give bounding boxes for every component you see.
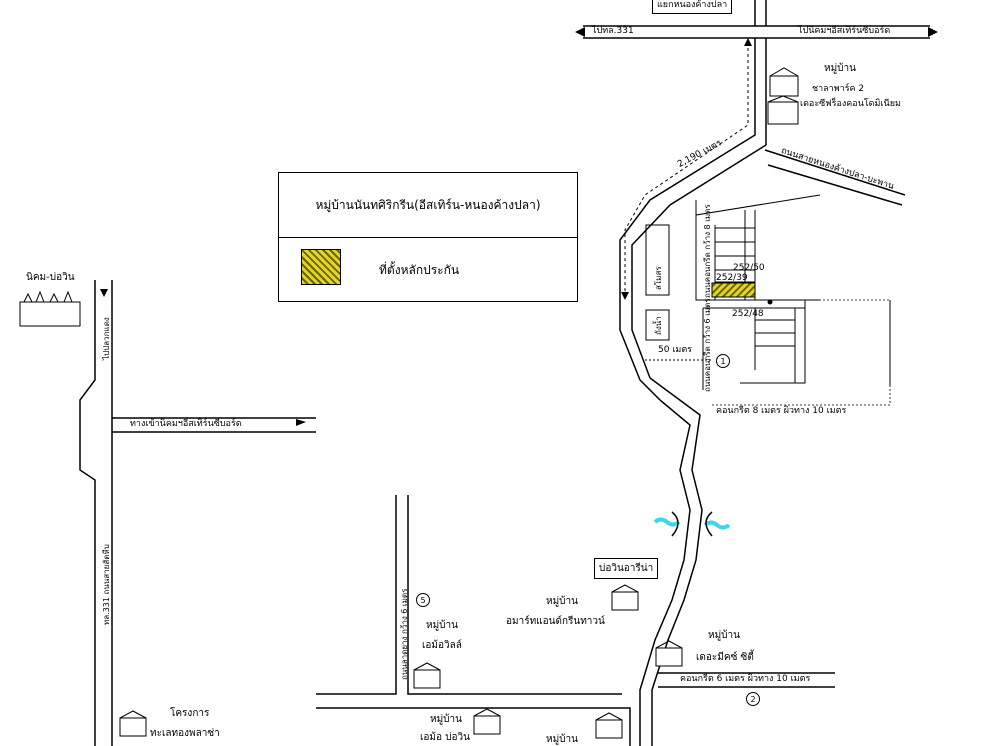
plot-label-48: 252/48	[732, 309, 764, 319]
mid-road-left-label: ทางเข้านิคมฯอีสเทิร์นซีบอร์ด	[130, 419, 242, 429]
village5-label-a: หมู่บ้าน	[430, 714, 462, 725]
road-label-331: ไปทล.331	[592, 26, 634, 36]
mid-vertical-road	[316, 495, 631, 746]
village-icon	[611, 584, 639, 611]
route-dashed	[624, 42, 749, 295]
top-horizontal-road	[583, 25, 930, 39]
canal	[653, 511, 731, 537]
village6-label-a: หมู่บ้าน	[546, 734, 578, 745]
village1-label-b: ชาลาพาร์ค 2	[812, 84, 865, 94]
arrow-left-331	[575, 27, 585, 37]
main-road-south	[639, 377, 703, 746]
junction-label: แยกหนองค้างปลา	[652, 0, 733, 14]
plot-label-39: 252/39	[716, 273, 748, 283]
arrow-down-left	[100, 289, 108, 297]
arrow-right-industrial	[928, 27, 938, 37]
top-vertical-road	[619, 0, 767, 401]
bowin-arena-label: บ่อวินอารีน่า	[594, 558, 659, 579]
lane-label-1: ถนนคอนกรีต กว้าง 8 เมตร	[703, 204, 712, 298]
legend-title: หมู่บ้านนันทศิริกรีน(อีสเทิร์น-หนองค้างป…	[279, 173, 577, 238]
route-arrow-down	[621, 292, 629, 300]
legend-swatch	[301, 249, 341, 285]
arrow-right-left-road	[296, 419, 306, 426]
collateral-plot	[711, 282, 756, 298]
village4-label-b: เอม้อวิลล์	[422, 640, 462, 651]
legend-item-label: ที่ตั้งหลักประกัน	[379, 263, 460, 277]
village-icon	[595, 712, 623, 739]
nikom-label: นิคม-บ่อวิน	[26, 272, 75, 283]
project-icon	[119, 710, 147, 737]
left-vertical-top-label: ไปปลวกแดง	[102, 317, 111, 360]
industrial-estate-icon	[19, 290, 81, 327]
road-label-industrial: ไปนิคมฯอีสเทิร์นซีบอร์ด	[798, 26, 891, 36]
left-horizontal-road	[112, 417, 316, 433]
plot-pointer-dot	[767, 299, 773, 305]
left-highway	[79, 280, 113, 746]
village-icon	[473, 708, 501, 735]
map-legend: หมู่บ้านนันทศิริกรีน(อีสเทิร์น-หนองค้างป…	[278, 172, 578, 302]
marker-5: 5	[416, 593, 430, 607]
village4-label-a: หมู่บ้าน	[426, 620, 458, 631]
project-label-b: ทะเลทองพลาซ่า	[150, 728, 220, 739]
village-icon	[769, 67, 799, 97]
village5-label-b: เอม้อ บ่อวิน	[420, 732, 471, 743]
tank-label: ถังน้ำ	[654, 316, 663, 335]
route-arrow-up	[744, 38, 752, 46]
village3-label-a: หมู่บ้าน	[708, 630, 740, 641]
village-outline	[645, 194, 891, 390]
village1-label-a: หมู่บ้าน	[824, 63, 856, 74]
village2-label-b: อมาร์ทแอนด์กรีนทาวน์	[506, 616, 605, 627]
distance-50-label: 50 เมตร	[658, 345, 693, 355]
mid-vertical-label: ถนนลาดยาง กว้าง 6 เมตร	[400, 588, 409, 680]
club-label: สโมสร	[654, 266, 663, 290]
plot-pointer-dashed	[712, 299, 891, 406]
left-vertical-label: ทล.331 ถนนสายสัตหีบ	[102, 544, 111, 625]
plot-label-50: 252/50	[733, 263, 765, 273]
condo-icon	[767, 95, 799, 125]
village2-label-a: หมู่บ้าน	[546, 596, 578, 607]
village3-label-b: เดอะมีคซ์ ซิตี้	[696, 652, 754, 663]
rural-road	[764, 149, 906, 206]
marker-1: 1	[716, 354, 730, 368]
lane-label-2: ถนนคอนกรีต กว้าง 6 เมตร	[703, 298, 712, 392]
project-label-a: โครงการ	[170, 708, 210, 719]
concrete-road-2	[658, 672, 835, 688]
concrete-road-2-label: คอนกรีต 6 เมตร ผิวทาง 10 เมตร	[680, 674, 811, 684]
concrete-road-1-label: คอนกรีต 8 เมตร ผิวทาง 10 เมตร	[716, 406, 847, 416]
village1-label-c: เดอะซีฟร็องคอนโดมิเนียม	[800, 99, 901, 109]
village-icon	[413, 662, 441, 689]
village-icon	[655, 640, 683, 667]
marker-2: 2	[746, 692, 760, 706]
